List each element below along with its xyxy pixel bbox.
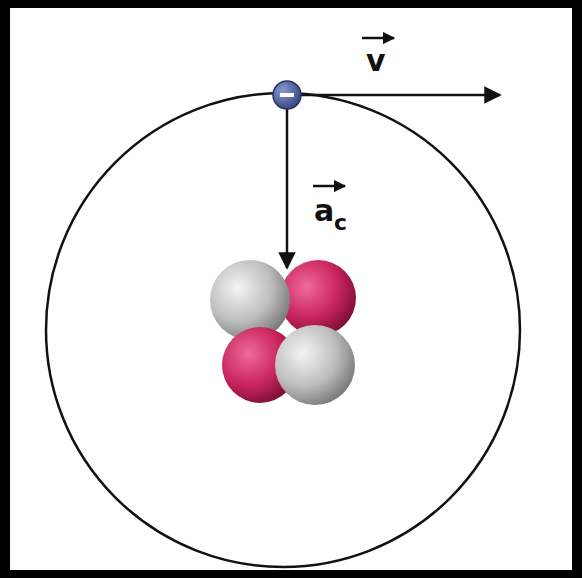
vector-arrow xyxy=(313,185,345,188)
velocity-vector xyxy=(300,94,500,97)
white-ground xyxy=(10,8,572,570)
nucleus xyxy=(210,260,356,405)
vector-label: a xyxy=(314,196,334,226)
vector-label: c xyxy=(334,212,347,234)
acceleration-vector xyxy=(286,95,289,268)
vector-arrow xyxy=(362,37,394,40)
orbit xyxy=(46,93,520,567)
electron xyxy=(273,81,301,109)
vector-label: v xyxy=(366,46,386,76)
